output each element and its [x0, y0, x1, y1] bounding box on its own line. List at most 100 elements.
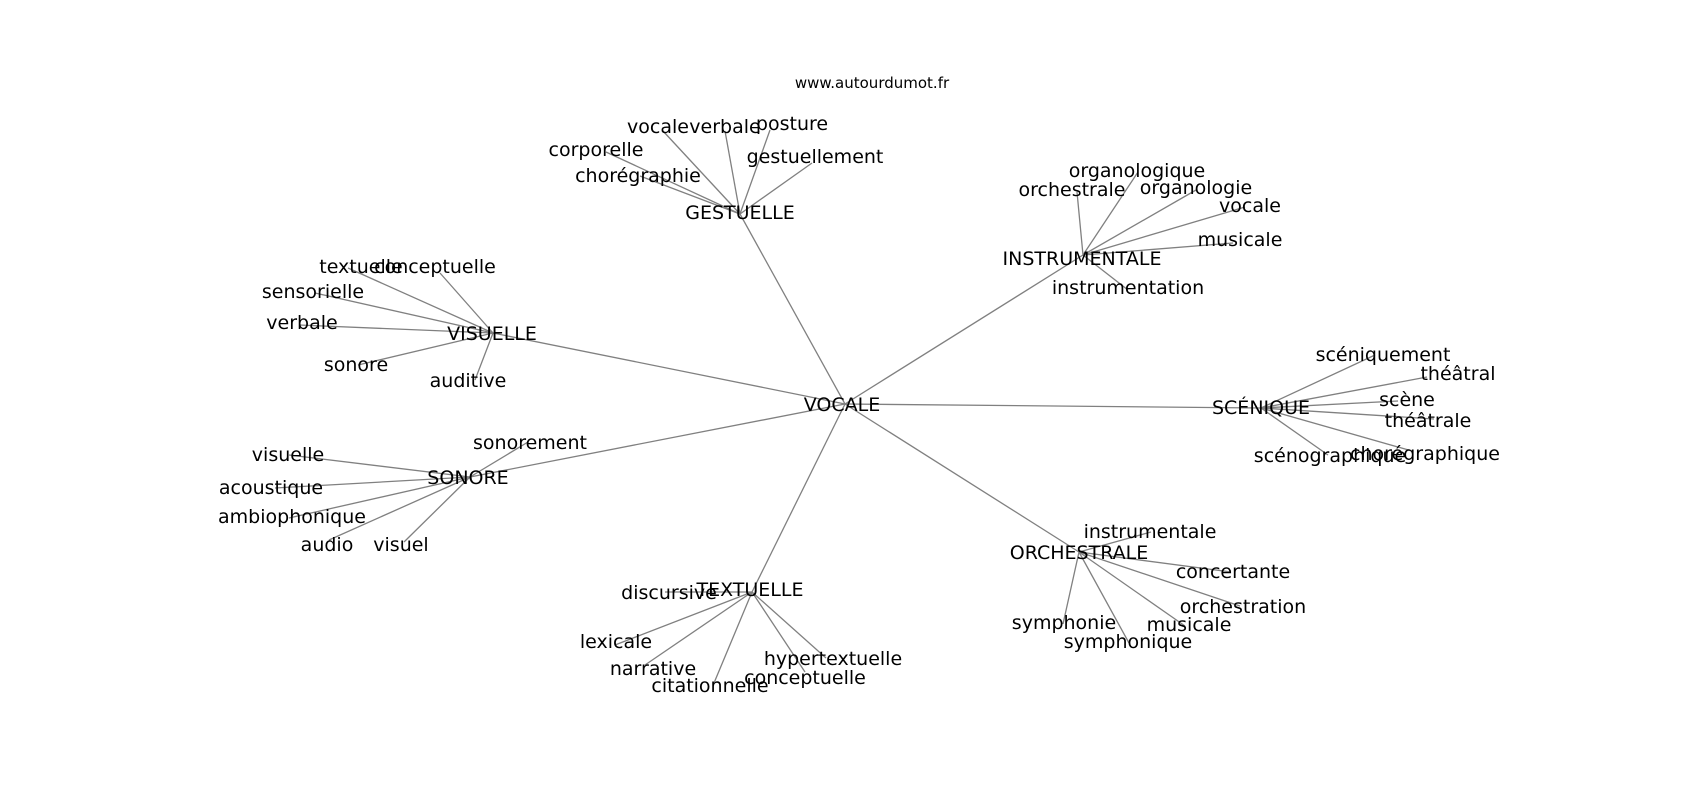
leaf-node-label: sonorement [473, 432, 587, 454]
edge-hub-0-leaf-4 [739, 162, 813, 215]
leaf-node-label: théâtrale [1385, 410, 1472, 432]
edge-hub-2-leaf-4 [357, 332, 494, 366]
edge-hub-5-leaf-4 [1078, 551, 1186, 627]
leaf-node-label: scène [1379, 389, 1435, 411]
edge-center-to-2 [492, 332, 846, 405]
leaf-node-label: lexicale [580, 631, 652, 653]
center-node-label: VOCALE [804, 394, 880, 416]
edge-hub-2-leaf-0 [347, 267, 494, 334]
leaf-node-label: scénographique [1254, 445, 1406, 467]
leaf-node-label: concertante [1176, 561, 1290, 583]
leaf-node-label: symphonique [1064, 631, 1193, 653]
edge-hub-4-leaf-0 [469, 441, 529, 478]
leaf-node-label: citationnelle [651, 675, 768, 697]
edge-hub-4-leaf-1 [288, 454, 471, 478]
hub-node-label: ORCHESTRALE [1010, 542, 1148, 564]
edge-hub-5-leaf-5 [1078, 551, 1130, 644]
edge-center-to-0 [739, 213, 846, 405]
edge-hub-4-leaf-3 [288, 476, 471, 519]
edge-hub-5-leaf-2 [1078, 551, 1241, 607]
hub-node-label: TEXTUELLE [696, 579, 804, 601]
edge-hub-5-leaf-3 [1062, 551, 1080, 625]
leaf-node-label: chorégraphique [1350, 443, 1500, 465]
leaf-node-label: verbale [266, 312, 337, 334]
leaf-node-label: visuelle [252, 444, 324, 466]
edge-center-to-1 [844, 254, 1084, 405]
leaf-node-label: instrumentale [1084, 521, 1217, 543]
leaf-node-label: hypertextuelle [764, 648, 902, 670]
leaf-node-label: verbale [689, 116, 760, 138]
edge-hub-2-leaf-2 [314, 292, 494, 334]
edge-hub-0-leaf-2 [739, 129, 771, 215]
edge-hub-3-leaf-2 [1260, 400, 1399, 409]
site-label: www.autourdumot.fr [795, 74, 950, 92]
edge-hub-3-leaf-1 [1260, 376, 1428, 409]
edge-hub-1-leaf-4 [1082, 242, 1234, 256]
leaf-node-label: vocale [627, 116, 689, 138]
edge-hub-5-leaf-0 [1078, 531, 1152, 553]
edge-hub-6-leaf-4 [751, 591, 806, 673]
edge-center-to-5 [844, 403, 1080, 553]
leaf-node-label: corporelle [549, 139, 644, 161]
leaf-node-label: organologique [1069, 160, 1206, 182]
edge-hub-4-leaf-5 [403, 476, 471, 543]
leaf-node-label: chorégraphie [575, 165, 701, 187]
edge-hub-2-leaf-5 [474, 332, 494, 381]
edge-hub-3-leaf-4 [1260, 407, 1329, 456]
leaf-node-label: ambiophonique [218, 506, 366, 528]
edge-hub-6-leaf-1 [614, 591, 753, 646]
edge-hub-5-leaf-1 [1078, 551, 1232, 573]
hub-node-label: INSTRUMENTALE [1003, 248, 1162, 270]
leaf-node-label: visuel [373, 534, 428, 556]
leaf-node-label: discursive [621, 582, 717, 604]
edge-center-to-6 [751, 403, 846, 593]
edge-hub-3-leaf-3 [1260, 407, 1435, 420]
leaf-node-label: vocale [1219, 195, 1281, 217]
hub-node-label: VISUELLE [447, 323, 537, 345]
leaf-node-label: gestuellement [747, 146, 884, 168]
leaf-node-label: musicale [1147, 614, 1232, 636]
leaf-node-label: posture [756, 113, 828, 135]
edge-hub-6-leaf-5 [713, 591, 753, 684]
edge-hub-1-leaf-0 [1082, 171, 1139, 256]
edge-hub-0-leaf-1 [724, 130, 741, 215]
leaf-node-label: théâtral [1420, 363, 1495, 385]
edge-hub-0-leaf-0 [662, 130, 741, 215]
leaf-node-label: orchestration [1180, 596, 1306, 618]
edge-hub-4-leaf-2 [274, 476, 471, 489]
edge-hub-6-leaf-2 [644, 591, 753, 666]
edge-hub-1-leaf-2 [1082, 189, 1197, 256]
leaf-node-label: textuelle [319, 256, 402, 278]
leaf-node-label: sonore [324, 354, 388, 376]
edge-hub-3-leaf-0 [1260, 354, 1376, 409]
leaf-node-label: organologie [1140, 177, 1252, 199]
leaf-node-label: instrumentation [1052, 277, 1204, 299]
edge-hub-0-leaf-3 [605, 151, 741, 215]
hub-node-label: SCÉNIQUE [1212, 396, 1310, 419]
edge-hub-2-leaf-3 [298, 324, 494, 334]
edge-center-to-3 [844, 403, 1262, 409]
leaf-node-label: musicale [1198, 229, 1283, 251]
leaf-node-label: sensorielle [262, 281, 364, 303]
edge-hub-6-leaf-3 [751, 591, 827, 659]
edge-center-to-4 [469, 403, 846, 478]
leaf-node-label: conceptuelle [374, 256, 496, 278]
hub-node-label: GESTUELLE [685, 202, 794, 224]
leaf-node-label: narrative [610, 658, 696, 680]
edge-hub-4-leaf-4 [328, 476, 471, 541]
hub-node-label: SONORE [427, 467, 508, 489]
edge-hub-3-leaf-5 [1260, 407, 1413, 452]
leaf-node-label: audio [301, 534, 354, 556]
edge-hub-1-leaf-5 [1082, 254, 1129, 291]
leaf-node-label: symphonie [1012, 612, 1116, 634]
leaf-node-label: acoustique [219, 477, 323, 499]
leaf-node-label: conceptuelle [744, 667, 866, 689]
leaf-node-label: orchestrale [1019, 179, 1126, 201]
leaf-node-label: auditive [430, 370, 507, 392]
graph-labels: www.autourdumot.fr VOCALE GESTUELLE vocal… [218, 74, 1500, 697]
edge-hub-2-leaf-1 [439, 272, 494, 334]
graph-edges [274, 129, 1435, 684]
edge-hub-0-leaf-5 [639, 175, 741, 215]
edge-hub-1-leaf-1 [1076, 191, 1084, 256]
